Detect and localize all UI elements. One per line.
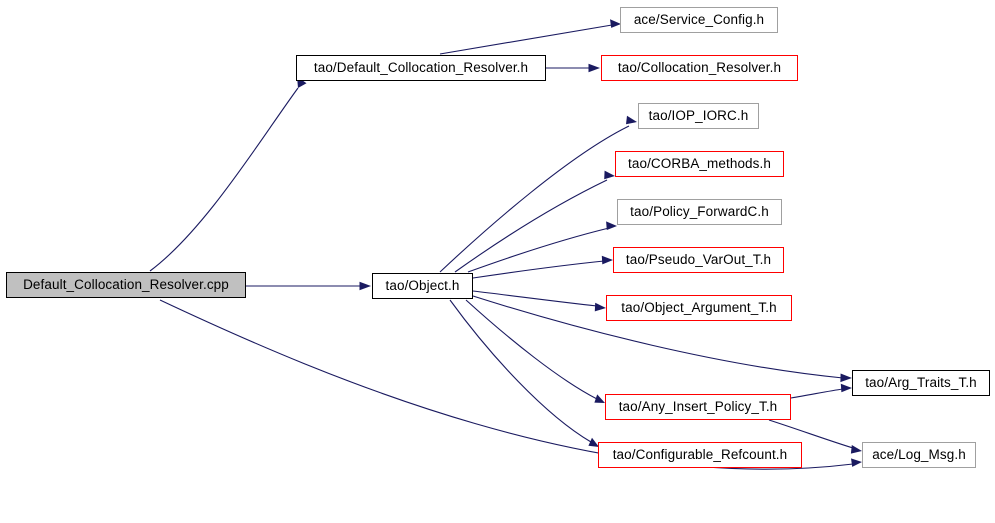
node-label: tao/Object_Argument_T.h bbox=[621, 300, 777, 316]
arrowhead-icon bbox=[588, 63, 600, 73]
edge-root-to-default_collocation_resolver_h bbox=[149, 87, 299, 272]
node-service_config_h[interactable]: ace/Service_Config.h bbox=[620, 7, 778, 33]
node-label: tao/Collocation_Resolver.h bbox=[617, 60, 782, 76]
arrowhead-icon bbox=[604, 170, 615, 180]
edge-object_h-to-any_insert_policy_t_h bbox=[465, 299, 598, 400]
arrowhead-icon bbox=[626, 115, 637, 125]
node-object_h[interactable]: tao/Object.h bbox=[372, 273, 473, 299]
arrowhead-icon bbox=[840, 373, 852, 383]
edge-object_h-to-arg_traits_t_h bbox=[472, 295, 844, 379]
edge-object_h-to-configurable_refcount_h bbox=[449, 299, 592, 443]
edge-object_h-to-corba_methods_h bbox=[454, 179, 608, 273]
arrowhead-icon bbox=[594, 302, 606, 312]
node-label: tao/Pseudo_VarOut_T.h bbox=[625, 252, 772, 268]
arrowhead-icon bbox=[606, 221, 617, 230]
node-label: tao/CORBA_methods.h bbox=[628, 156, 771, 172]
edge-any_insert_policy_t_h-to-arg_traits_t_h bbox=[790, 388, 844, 399]
edge-object_h-to-pseudo_varout_t_h bbox=[472, 260, 605, 279]
edge-object_h-to-object_argument_t_h bbox=[472, 290, 598, 307]
node-any_insert_policy_t_h[interactable]: tao/Any_Insert_Policy_T.h bbox=[605, 394, 791, 420]
arrowhead-icon bbox=[594, 394, 605, 403]
node-corba_methods_h[interactable]: tao/CORBA_methods.h bbox=[615, 151, 784, 177]
arrowhead-icon bbox=[359, 281, 371, 291]
edge-object_h-to-policy_forwardc_h bbox=[467, 227, 610, 273]
node-label: tao/Any_Insert_Policy_T.h bbox=[618, 399, 778, 415]
node-label: Default_Collocation_Resolver.cpp bbox=[23, 277, 229, 293]
arrowhead-icon bbox=[610, 19, 621, 28]
node-label: ace/Service_Config.h bbox=[633, 12, 765, 28]
node-label: tao/Object.h bbox=[385, 278, 460, 294]
arrowhead-icon bbox=[851, 458, 862, 467]
edge-object_h-to-iop_iorc_h bbox=[439, 125, 630, 273]
edge-any_insert_policy_t_h-to-log_msg_h bbox=[768, 419, 854, 449]
arrowhead-icon bbox=[588, 437, 599, 447]
node-policy_forwardc_h[interactable]: tao/Policy_ForwardC.h bbox=[617, 199, 782, 225]
edge-layer bbox=[149, 19, 862, 470]
edge-default_collocation_resolver_h-to-service_config_h bbox=[439, 24, 613, 55]
node-iop_iorc_h[interactable]: tao/IOP_IORC.h bbox=[638, 103, 759, 129]
node-label: tao/Policy_ForwardC.h bbox=[630, 204, 769, 220]
node-log_msg_h[interactable]: ace/Log_Msg.h bbox=[862, 442, 976, 468]
edge-root-to-log_msg_h bbox=[159, 299, 854, 470]
node-collocation_resolver_h[interactable]: tao/Collocation_Resolver.h bbox=[601, 55, 798, 81]
arrowhead-icon bbox=[850, 445, 862, 454]
node-object_argument_t_h[interactable]: tao/Object_Argument_T.h bbox=[606, 295, 792, 321]
node-pseudo_varout_t_h[interactable]: tao/Pseudo_VarOut_T.h bbox=[613, 247, 784, 273]
node-arg_traits_t_h[interactable]: tao/Arg_Traits_T.h bbox=[852, 370, 990, 396]
node-configurable_refcount_h[interactable]: tao/Configurable_Refcount.h bbox=[598, 442, 802, 468]
node-root[interactable]: Default_Collocation_Resolver.cpp bbox=[6, 272, 246, 298]
arrowhead-icon bbox=[601, 255, 613, 265]
arrowhead-icon bbox=[840, 383, 852, 393]
node-label: ace/Log_Msg.h bbox=[872, 447, 966, 463]
node-default_collocation_resolver_h[interactable]: tao/Default_Collocation_Resolver.h bbox=[296, 55, 546, 81]
node-label: tao/Configurable_Refcount.h bbox=[612, 447, 788, 463]
node-label: tao/Default_Collocation_Resolver.h bbox=[313, 60, 529, 76]
node-label: tao/IOP_IORC.h bbox=[648, 108, 749, 124]
node-label: tao/Arg_Traits_T.h bbox=[865, 375, 977, 391]
